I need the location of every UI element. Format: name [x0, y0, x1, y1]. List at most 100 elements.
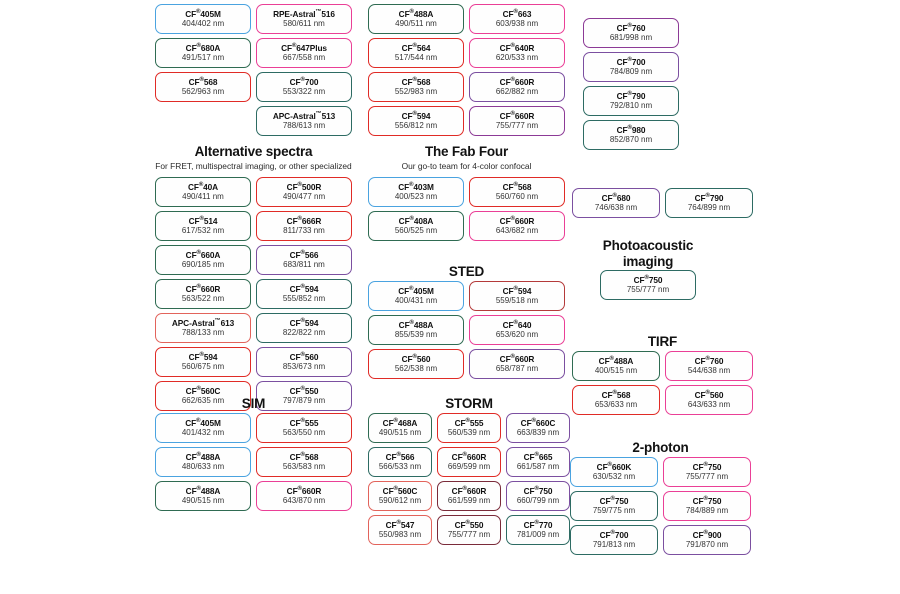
trademark-mark: ®	[409, 319, 414, 326]
trademark-mark: ®	[396, 519, 401, 526]
dye-name: CF®640	[502, 319, 532, 330]
trademark-mark: ®	[534, 451, 539, 458]
dye-wavelengths: 653/620 nm	[495, 329, 539, 339]
dye-name: CF®750	[523, 485, 553, 496]
dye-name: CF®680	[601, 192, 631, 203]
trademark-mark: ®	[531, 417, 536, 424]
dye-wavelengths: 788/613 nm	[282, 121, 326, 131]
dye-wavelengths: 759/775 nm	[592, 505, 636, 515]
dye-name: CF®514	[188, 215, 218, 226]
trademark-mark: ®	[510, 43, 515, 49]
trademark-mark: ®	[300, 283, 305, 290]
section-title-sted: STED	[448, 264, 485, 279]
dye-name: CF®660R	[499, 353, 535, 364]
dye-name: CF®594	[502, 285, 532, 296]
dye-name: CF®547	[385, 519, 415, 530]
dye-wavelengths: 643/682 nm	[495, 225, 539, 235]
trademark-mark: ®	[297, 181, 302, 188]
dye-name: CF®660C	[520, 417, 556, 428]
